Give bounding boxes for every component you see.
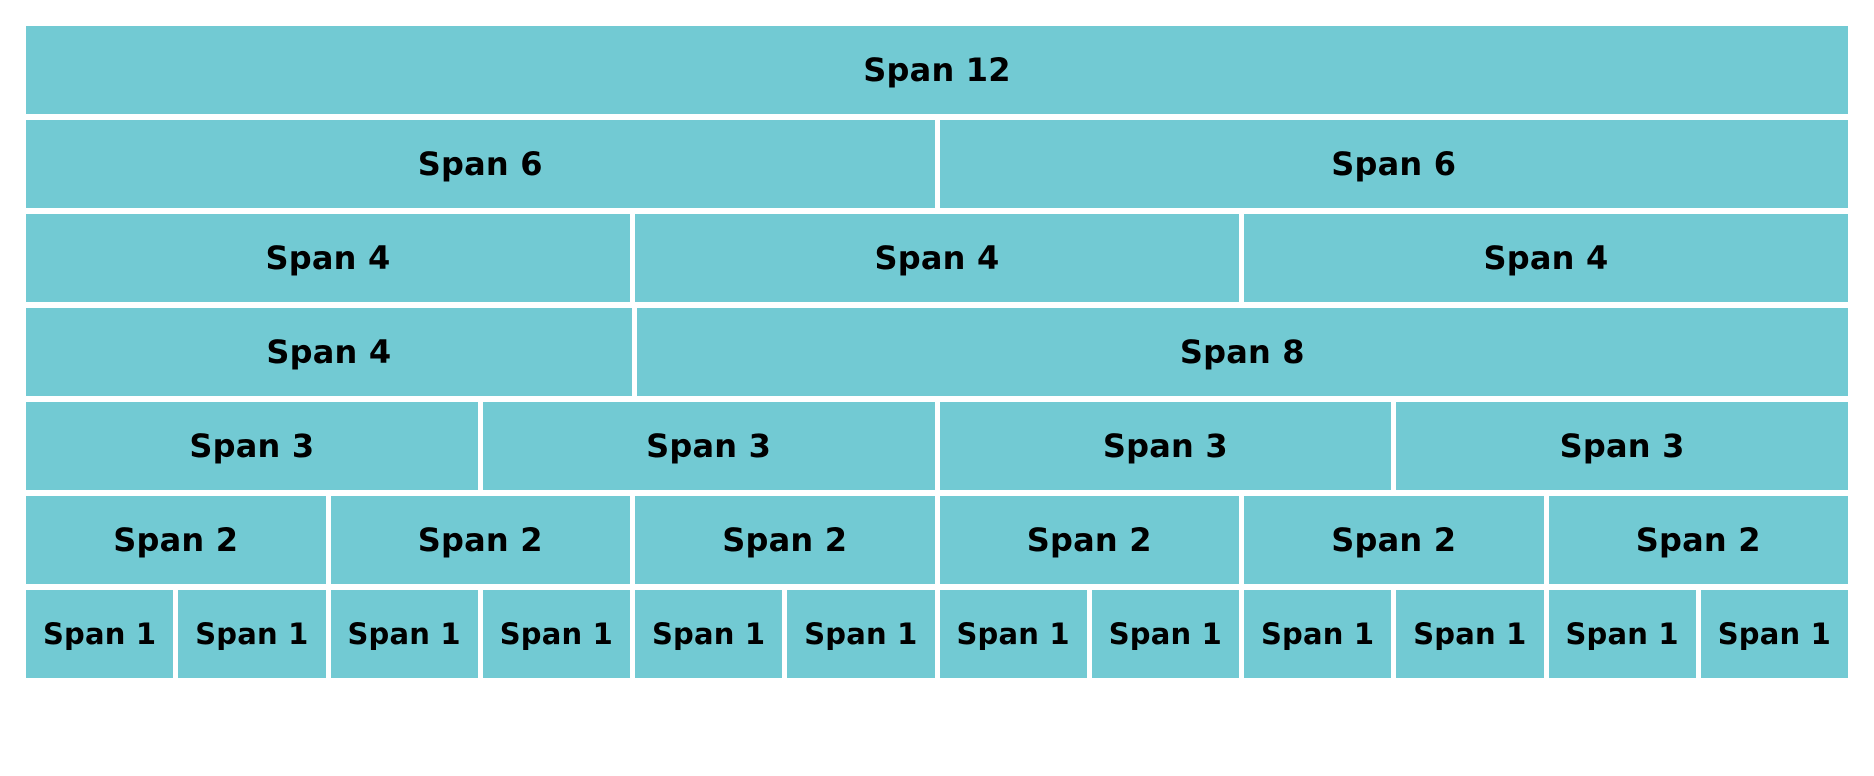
grid-cell-label: Span 4 [266,333,392,371]
grid-cell-span-8: Span 8 [636,308,1848,396]
grid-cell-label: Span 1 [499,617,614,651]
grid-cell-span-3: Span 3 [939,402,1392,490]
grid-cell-label: Span 3 [646,427,772,465]
grid-cell-label: Span 1 [1413,617,1527,651]
grid-cell-label: Span 1 [1260,617,1375,651]
grid-cell-span-1: Span 1 [178,590,326,678]
grid-row: Span 2 Span 2 Span 2 Span 2 Span 2 Span 2 [26,496,1848,584]
grid-row: Span 1 Span 1 Span 1 Span 1 Span 1 Span 1 Span… [26,590,1848,678]
grid-cell-label: Span 1 [651,617,766,651]
grid-row: Span 3 Span 3 Span 3 Span 3 [26,402,1848,490]
grid-cell-span-1: Span 1 [939,590,1087,678]
grid-cell-label: Span 2 [113,521,239,559]
grid-cell-span-1: Span 1 [330,590,478,678]
grid-cell-label: Span 6 [1331,145,1457,183]
grid-row: Span 6 Span 6 [26,120,1848,208]
grid-cell-span-12: Span 12 [26,26,1848,114]
grid-cell-label: Span 2 [1635,521,1761,559]
grid-cell-span-4: Span 4 [1244,214,1848,302]
grid-cell-span-2: Span 2 [330,496,630,584]
grid-cell-span-2: Span 2 [1244,496,1544,584]
grid-cell-span-1: Span 1 [1700,590,1848,678]
grid-cell-label: Span 2 [417,521,543,559]
grid-row: Span 4 Span 8 [26,308,1848,396]
grid-cell-span-1: Span 1 [1548,590,1696,678]
grid-cell-span-4: Span 4 [635,214,1239,302]
grid-cell-span-4: Span 4 [26,308,632,396]
grid-cell-label: Span 2 [722,521,848,559]
grid-cell-label: Span 1 [1717,617,1832,651]
grid-cell-label: Span 1 [347,617,461,651]
grid-cell-label: Span 2 [1331,521,1457,559]
grid-cell-span-2: Span 2 [26,496,326,584]
grid-cell-span-1: Span 1 [1396,590,1544,678]
grid-cell-span-1: Span 1 [1091,590,1239,678]
grid-cell-span-1: Span 1 [26,590,174,678]
grid-cell-span-1: Span 1 [787,590,935,678]
grid-cell-label: Span 4 [1483,239,1609,277]
grid-cell-span-3: Span 3 [482,402,935,490]
grid-cell-label: Span 3 [189,427,315,465]
grid-cell-span-6: Span 6 [939,120,1848,208]
grid-cell-label: Span 12 [863,51,1011,89]
grid-cell-span-3: Span 3 [1396,402,1848,490]
grid-cell-label: Span 3 [1102,427,1228,465]
grid-cell-span-2: Span 2 [635,496,935,584]
grid-cell-span-4: Span 4 [26,214,630,302]
grid-row: Span 4 Span 4 Span 4 [26,214,1848,302]
grid-cell-span-3: Span 3 [26,402,478,490]
grid-cell-span-2: Span 2 [939,496,1239,584]
grid-cell-span-6: Span 6 [26,120,935,208]
grid-cell-label: Span 1 [804,617,918,651]
grid-cell-span-1: Span 1 [482,590,630,678]
grid-cell-label: Span 1 [956,617,1070,651]
grid-cell-label: Span 1 [195,617,309,651]
grid-cell-label: Span 1 [1108,617,1223,651]
grid-cell-span-1: Span 1 [1244,590,1392,678]
grid-cell-label: Span 2 [1026,521,1152,559]
grid-cell-label: Span 8 [1179,333,1305,371]
grid-cell-label: Span 1 [1565,617,1679,651]
grid-cell-label: Span 4 [874,239,1000,277]
grid-cell-span-1: Span 1 [635,590,783,678]
grid-cell-label: Span 3 [1559,427,1685,465]
grid-row: Span 12 [26,26,1848,114]
grid-cell-span-2: Span 2 [1548,496,1848,584]
grid-cell-label: Span 6 [417,145,543,183]
grid-cell-label: Span 1 [42,617,157,651]
grid-cell-label: Span 4 [265,239,391,277]
